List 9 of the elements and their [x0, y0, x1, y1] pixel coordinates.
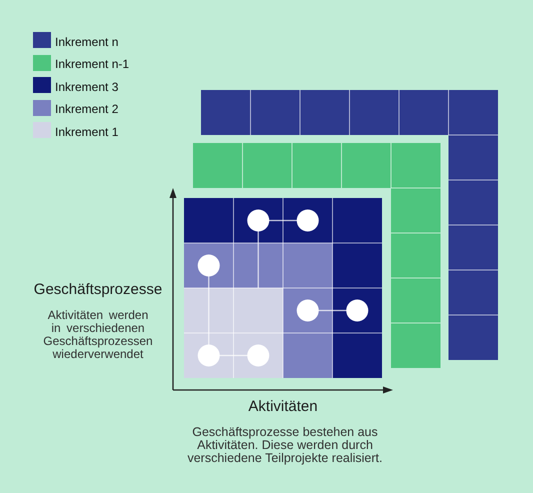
legend-label: Inkrement 2 [55, 101, 118, 118]
axis-description: Aktivitäten werden in verschiedenen Geschäftsprozessen wiederverwendet [42, 308, 154, 362]
axis-title: Aktivitäten [248, 398, 318, 416]
legend-label: Inkrement n [55, 34, 118, 50]
axis-description: Geschäftsprozesse bestehen aus Aktivitäten. Diese werden durch verschiedene Teilprojekte realisiert. [186, 426, 384, 466]
legend-label: Inkrement 1 [55, 124, 118, 140]
axis-title: Geschäftsprozesse [34, 281, 162, 299]
legend-label: Inkrement n-1 [55, 56, 130, 72]
legend-label: Inkrement 3 [55, 78, 118, 95]
